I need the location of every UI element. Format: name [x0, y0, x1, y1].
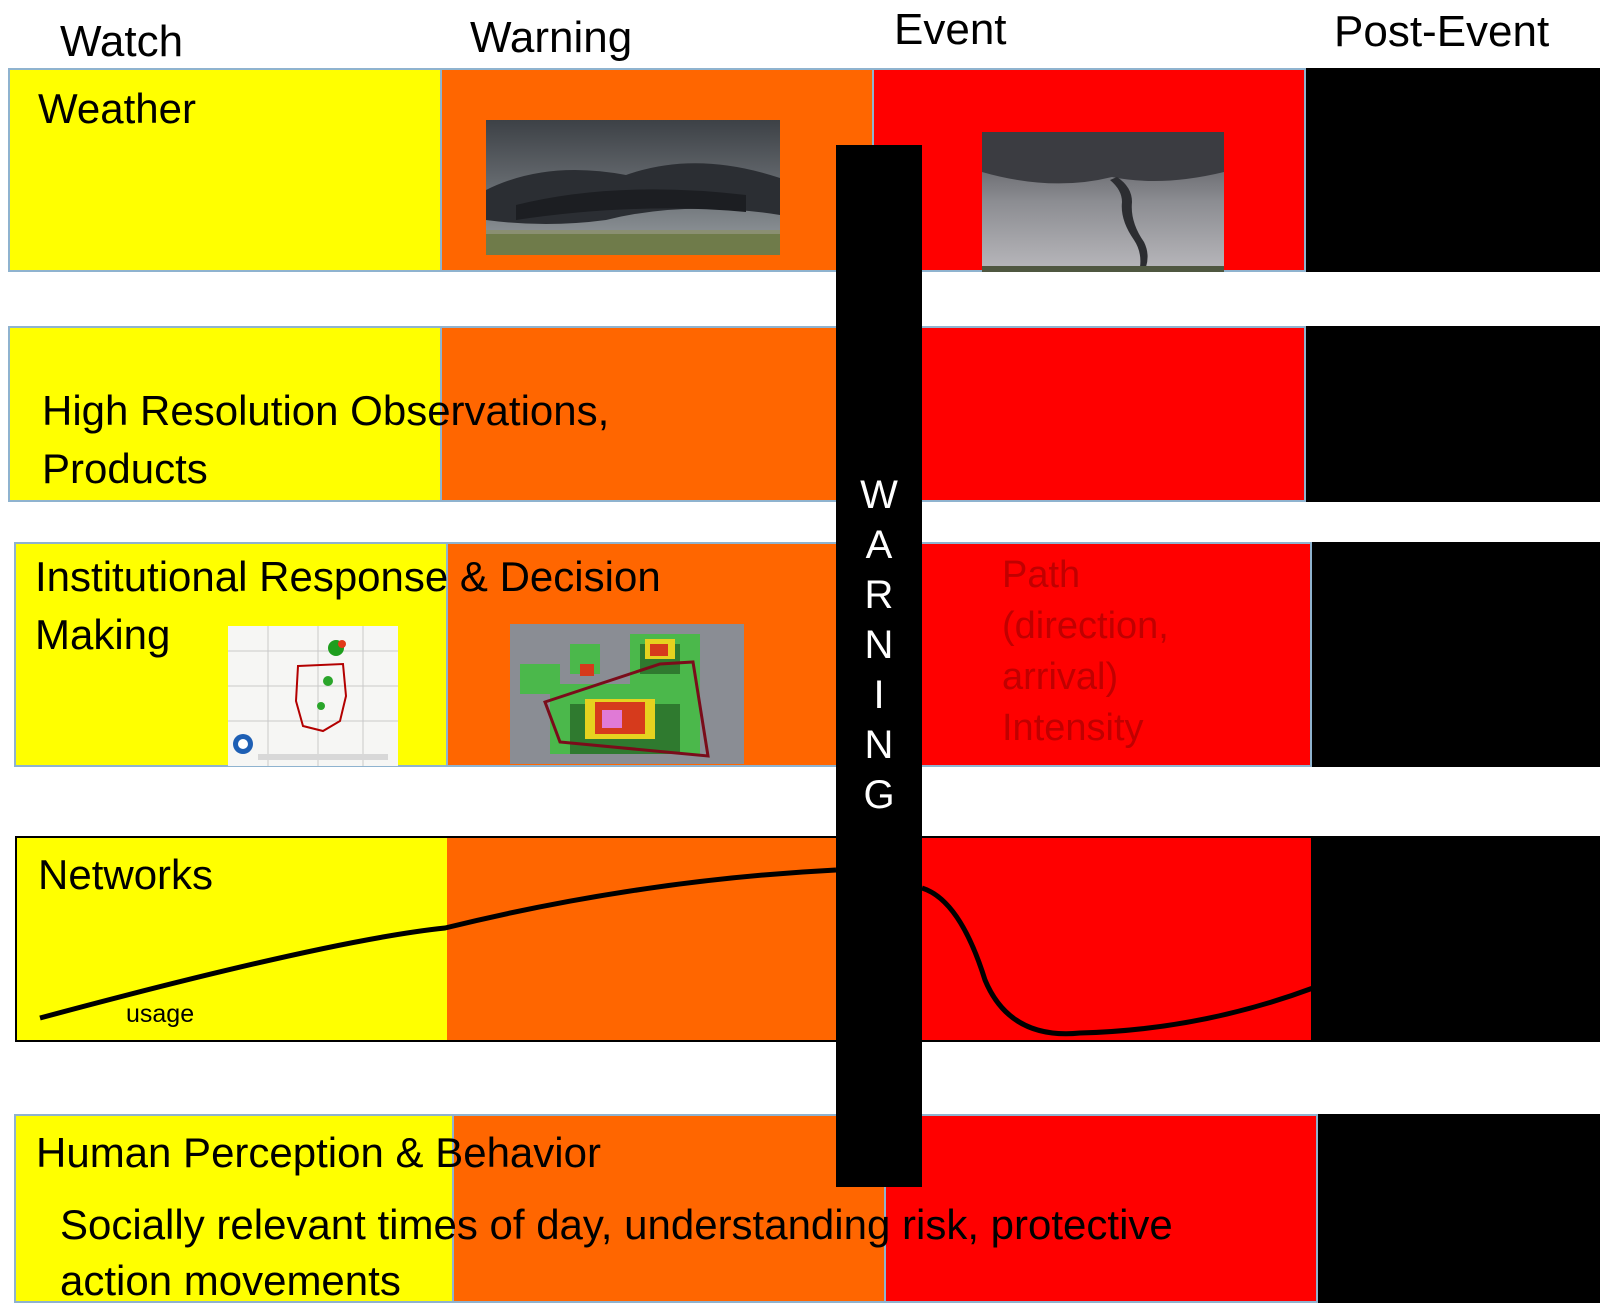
warning-letter-g: G — [863, 773, 895, 817]
net-post-event-cell — [1313, 836, 1600, 1042]
obs-warning-cell — [440, 326, 874, 502]
obs-watch-cell — [8, 326, 442, 502]
storm-cloud-photo — [486, 120, 780, 255]
weather-post-event-cell — [1306, 68, 1600, 272]
obs-label-line2: Products — [42, 445, 208, 492]
tornado-photo — [982, 132, 1224, 272]
human-label: Human Perception & Behavior — [36, 1129, 601, 1176]
net-event-cell — [879, 836, 1313, 1042]
human-detail-line1: Socially relevant times of day, understa… — [60, 1201, 1173, 1248]
warning-letter-i: I — [873, 673, 885, 717]
event-note-path: Path — [1002, 554, 1081, 596]
obs-event-cell — [872, 326, 1306, 502]
obs-label-line1: High Resolution Observations, — [42, 387, 610, 434]
inst-post-event-cell — [1312, 542, 1600, 767]
human-post-event-cell — [1318, 1114, 1600, 1303]
phase-post-event: Post-Event — [1334, 7, 1550, 56]
weather-watch-cell — [8, 68, 442, 272]
obs-post-event-cell — [1306, 326, 1600, 502]
human-event-cell — [884, 1114, 1318, 1303]
event-note-direction: (direction, — [1002, 605, 1169, 647]
inst-label-line2: Making — [35, 611, 171, 658]
weather-label: Weather — [38, 85, 196, 132]
warning-letter-r: R — [864, 573, 894, 617]
networks-label: Networks — [38, 851, 214, 898]
phase-warning: Warning — [470, 13, 633, 62]
phase-watch: Watch — [60, 17, 184, 66]
phase-event: Event — [894, 5, 1007, 54]
warning-letter-n: N — [864, 623, 894, 667]
human-warning-cell — [452, 1114, 886, 1303]
warning-letter-w: W — [860, 473, 898, 517]
tornado-watch-map — [228, 626, 398, 766]
event-note-arrival: arrival) — [1002, 656, 1119, 698]
event-note-intensity: Intensity — [1002, 707, 1144, 749]
warning-letter-a: A — [865, 523, 893, 567]
human-watch-cell — [14, 1114, 454, 1303]
warning-letter-n2: N — [864, 723, 894, 767]
inst-event-cell — [878, 542, 1312, 767]
usage-label: usage — [126, 1000, 195, 1028]
radar-warning-polygon — [510, 624, 744, 764]
warning-bar: W A R N I N G — [836, 145, 922, 1187]
human-detail-line2: action movements — [60, 1257, 401, 1304]
inst-label-line1: Institutional Response & Decision — [35, 553, 661, 600]
